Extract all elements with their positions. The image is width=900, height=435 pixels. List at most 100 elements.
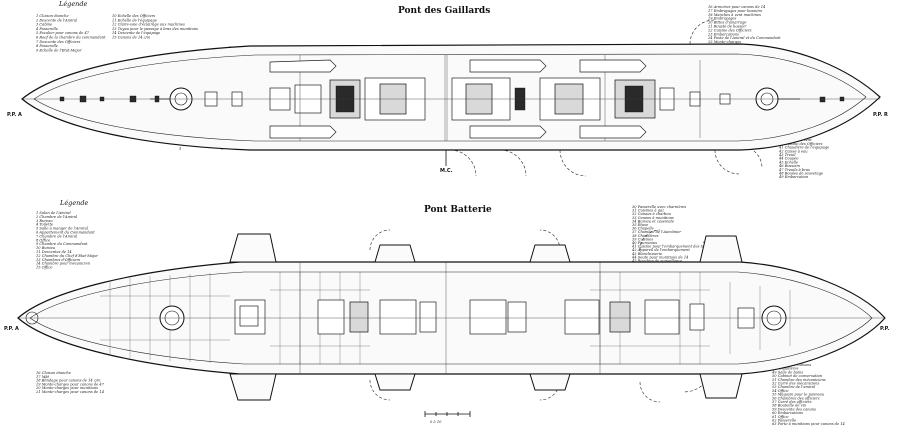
legend-item: 12 Claire-voie d'éclairage aux machines [112,23,185,27]
legend-item: 45 Bouchon de surveillance [631,259,682,263]
legend-item: 62 Passerelle [772,419,796,423]
legend-item: 45 Echelle [778,160,798,164]
legend-item: 35 Étuve [632,222,648,227]
upper-deck-boats [269,59,647,139]
legend-item: 58 Bouteille de vin [772,404,807,408]
battery-structures [234,299,755,335]
battery-mid-sponson-bottom-a [374,373,416,391]
legend-item: 14 Descente de l'équipage [112,31,160,35]
legend-item: 10 Echelle des Officiers [112,14,155,18]
legend-item: 23 Embarcations [707,32,739,36]
battery-mid-sponson-bottom-b [529,373,571,391]
legend-item: 19 Monte-charges pour canons de 47 [36,382,105,386]
legend-item: 17 Embrayages pour bossoirs [708,9,762,13]
upper-deck-hull [21,43,881,151]
legend-item: 34 Bureau et casemate [632,219,674,223]
legend-item: 36 Chapelle [632,227,654,231]
legend-item: 16 Armoires pour canons de 14 [708,5,766,9]
legend-item: 5 Escalier pour canons de 47 [36,31,90,35]
legend-item: 47 Treuils à bras [778,168,810,172]
legend-item: 49 Salle de bains [771,370,803,374]
legend-item: 32 Caisses à charbon [632,212,671,216]
upper-deck-title: Pont des Gaillards [398,6,490,16]
legend-item: 33 Canons à munitions [632,216,674,220]
legend-item: 12 Chambre du Chef d'Etat-Major [36,254,98,258]
legend-item: 43 Treuil [778,153,796,157]
legend-item: 5 Salle à manger de l'Amiral [36,227,88,231]
legend-item: 18 Blindage pour canons de 14 c/m [36,379,101,383]
legend-item: 9 Echelle de l'Etat-Major [36,48,82,52]
legend-item: 18 Manches à vent machines [708,13,761,17]
legend-item: 57 Carré des officiers [772,400,812,404]
legend-item: 56 Chambres des officiers [772,396,820,400]
legend-item: 50 Cabinet de conversation [772,374,823,378]
legend-item: 24 Poste de l'Amiral et du Commandant [707,36,781,40]
legend-item: 31 Cuisines à gaz [632,209,664,213]
legend-item: 48 Bouées de sauvetage [778,172,823,176]
battery-fore-sponson-bottom [229,373,277,401]
legend-item: 40 Fourneaux [631,241,657,245]
battery-legend-heading: Légende [59,199,89,207]
legend-item: 1 Salon de l'Amiral [36,211,71,215]
upper-legend-heading: Légende [58,0,88,8]
battery-bow-label: P.P. A [4,326,19,332]
legend-item: 2 Chambre de l'Amiral [35,215,77,219]
legend-item: 7 Descente des Officiers [36,40,81,44]
battery-stern-label: P.P. [880,326,889,332]
legend-item: 37 Chambre de l'Aumônier [632,230,681,234]
legend-item: 52 Carré des mécaniciens [772,382,819,386]
legend-item: 61 Office [772,415,789,419]
legend-item: 2 Descente de l'Amiral [35,18,77,22]
legend-item: 43 Blanchisserie [631,252,662,256]
legend-item: 3 Cabine [36,23,52,27]
legend-item: 8 Passerelle [36,44,58,48]
legend-item: 44 Coupée [778,157,799,161]
legend-item: 21 Monte-charges pour canons de 14 [35,390,105,394]
legend-item: 41 Chaudière de l'équipage [778,146,829,150]
legend-item: 38 Chaudières [632,234,659,238]
legend-item: 59 Descente des canons [772,407,816,411]
legend-item: 10 Bureau [36,246,56,250]
legend-item: 16 Cloison étanche [36,371,71,375]
legend-item: 39 Cuisines [632,237,653,241]
legend-item: 55 Magasin pour le panneau [772,393,825,397]
legend-item: 48 Chaudières [771,367,799,371]
legend-item: 20 Monte-charges pour munitions [35,386,98,390]
battery-mid-sponson-top-b [529,244,571,263]
legend-item: 3 Bureau [36,219,53,223]
legend-item: 1 Cloison étanche [36,14,69,18]
legend-item: 15 Office [36,266,53,270]
legend-item: 41 Cuisine pour l'embarquement des torpi… [631,245,716,249]
legend-item: 53 Chambre de l'amiral [772,385,815,389]
battery-deck-title: Pont Batterie [424,205,492,215]
upper-deck-inner-line [33,53,867,142]
legend-item: 20 Bittes d'amarrage [707,21,747,25]
legend-item: 22 Cuisine des Officiers [707,28,752,32]
legend-item: 13 Chambres d'Officiers [36,258,80,262]
legend-item: 11 Descentes de 14 [36,250,72,254]
legend-item: 6 Roof de la chambre du commandant [36,36,106,40]
legend-item: 60 Embarcations [772,411,803,415]
scale-bar [424,411,471,417]
legend-item: 44 Soute pour munitions de 14 [631,255,689,259]
legend-item: 13 Tuyau pour le passage à bras des muni… [112,27,198,31]
upper-stern-label: P.P. R [873,112,888,118]
legend-item: 25 Monte-charges [707,40,741,44]
legend-item: 11 Echelle de l'équipage [112,18,157,22]
legend-item: 46 Bossoirs [778,164,800,168]
legend-item: 15 Canons de 14 c/m [112,36,151,40]
battery-aft-sponson-top [699,235,743,263]
upper-deck-fittings [22,91,880,107]
battery-section-lines [18,262,885,374]
battery-mid-sponson-top-a [374,244,416,263]
upper-bow-label: P.P. A [7,112,22,118]
battery-fore-sponson-top [229,233,277,263]
legend-item: 54 Office [772,389,789,393]
legend-item: 19 Embrayages [708,17,737,21]
